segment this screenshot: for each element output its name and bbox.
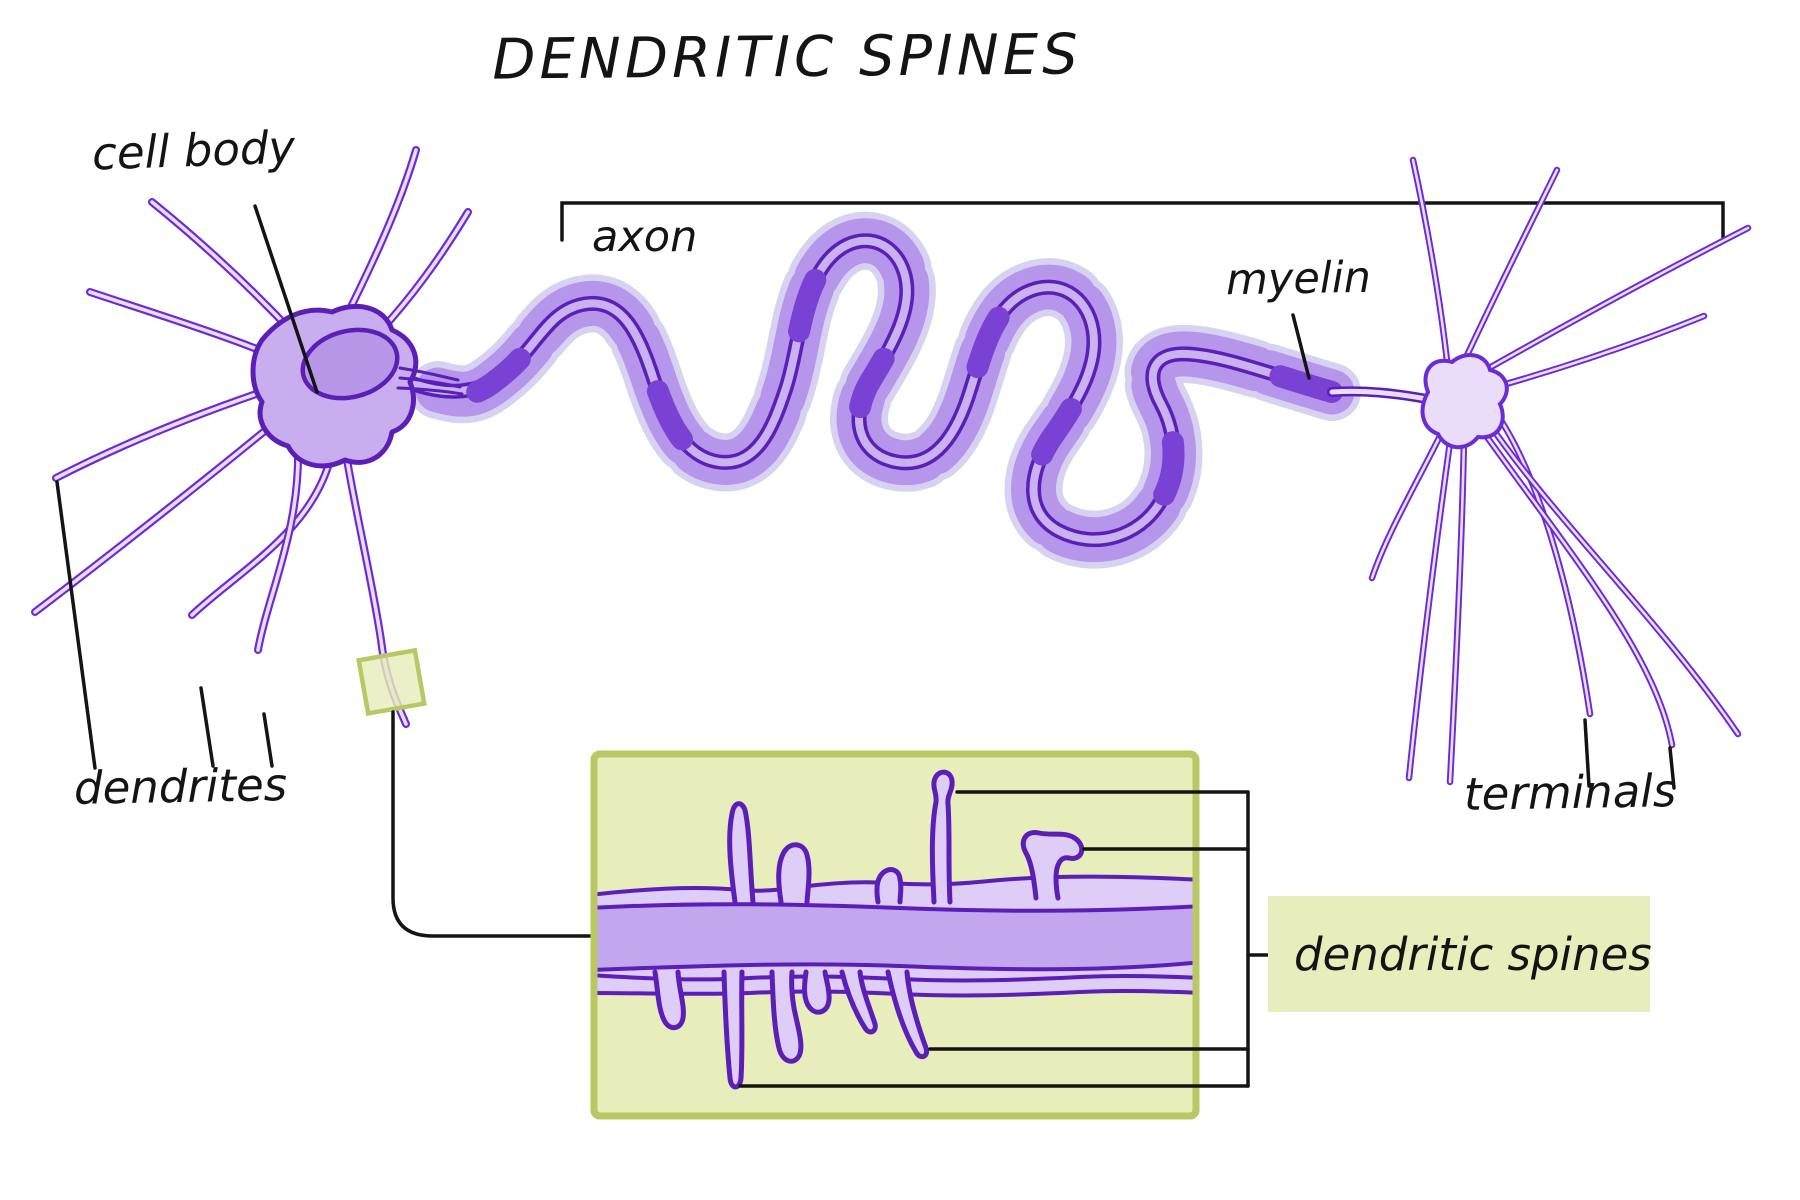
dendrites-pointer-short xyxy=(262,712,274,768)
zoom-connector-line xyxy=(391,710,594,938)
inset-drawing xyxy=(594,769,1196,1090)
core-bottom-line xyxy=(594,960,1196,972)
dendrites-pointer-long xyxy=(55,480,97,770)
dendritic-spines-label: dendritic spines xyxy=(1294,927,1652,981)
terminals-pointer-right xyxy=(1668,746,1676,790)
terminal-branch xyxy=(1368,156,1752,786)
spine-long-bulb-down xyxy=(769,969,804,1064)
spine-stubby xyxy=(776,842,812,905)
axon-fiber-lumen xyxy=(396,236,1334,544)
terminal-hub xyxy=(1420,353,1509,450)
dendrite-shaft-core xyxy=(594,904,1196,970)
nucleus xyxy=(300,327,400,401)
pointer-lines xyxy=(55,204,1676,790)
spine-long-angled xyxy=(885,969,930,1060)
axon-label: axon xyxy=(592,212,698,262)
page-title: DENDRITIC SPINES xyxy=(492,22,1082,93)
spine-stub-mushroom xyxy=(802,969,832,1015)
myelin-label: myelin xyxy=(1225,252,1372,306)
myelin-dark-patches xyxy=(427,229,1343,551)
zoom-region-marker xyxy=(356,647,427,717)
dendritic-spines-label-box: dendritic spines xyxy=(1268,896,1652,1012)
axon-bracket xyxy=(560,201,1725,242)
core-top-line xyxy=(594,902,1196,913)
shaft-top-outline xyxy=(594,874,1196,897)
dendrites xyxy=(31,146,472,728)
spine-callout-lines xyxy=(738,790,1270,1088)
spine-long-thin xyxy=(721,969,745,1090)
inset-box xyxy=(590,750,1200,1120)
terminal-connector xyxy=(1327,386,1437,405)
spine-long-bulb xyxy=(929,769,955,905)
dendrites-pointer-mid xyxy=(199,686,215,768)
spine-diagonal xyxy=(839,969,878,1035)
axon-hillock-lines xyxy=(396,366,464,396)
spine-drop xyxy=(652,969,686,1031)
dendrites-label: dendrites xyxy=(73,758,288,815)
upper-spines xyxy=(727,769,1085,905)
cell-body xyxy=(250,303,464,469)
terminals-pointer-left xyxy=(1583,718,1591,788)
cell-body-label: cell body xyxy=(91,120,296,181)
lower-spines xyxy=(652,969,930,1090)
axon-terminals xyxy=(1327,156,1752,786)
inset-border-stroke xyxy=(590,750,1200,1120)
myelin-sheath-segments xyxy=(415,218,1355,563)
axon xyxy=(395,211,1361,569)
spine-nub xyxy=(874,867,904,905)
terminals-label: terminals xyxy=(1463,764,1677,821)
dendrite-branch xyxy=(31,146,472,728)
spine-mushroom xyxy=(1020,830,1085,901)
myelin-pointer xyxy=(1291,313,1311,380)
cell-body-pointer xyxy=(253,204,319,394)
spine-thin-long xyxy=(727,801,756,905)
